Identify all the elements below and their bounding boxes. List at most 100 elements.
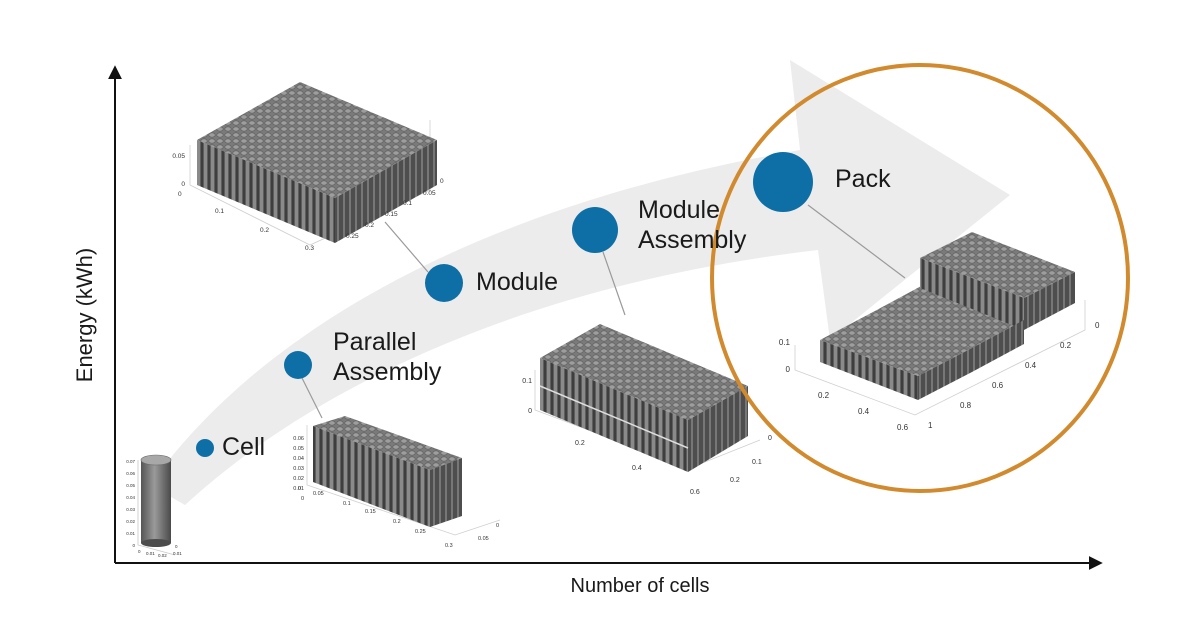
parallel-z-tick: 0.02 bbox=[293, 476, 304, 482]
parallel-x-tick: 0.2 bbox=[393, 519, 401, 525]
module-y-tick: 0.2 bbox=[365, 222, 374, 229]
pack-y-tick: 1 bbox=[928, 421, 933, 430]
pack-y-tick: 0.2 bbox=[1060, 341, 1072, 350]
stage-marker-module-assembly bbox=[572, 207, 618, 253]
stage-label-cell: Cell bbox=[222, 433, 265, 461]
module-x-tick: 0.2 bbox=[260, 227, 269, 234]
cell-cylinder bbox=[141, 460, 171, 543]
module-assembly-block-side bbox=[688, 386, 748, 472]
parallel-y-tick: 0 bbox=[496, 523, 499, 529]
module-y-tick: 0.25 bbox=[346, 233, 359, 240]
pack-block-a-top bbox=[820, 312, 972, 376]
leader-line-module bbox=[384, 221, 429, 273]
parallel-x-tick: 0 bbox=[298, 486, 301, 492]
parallel-x-tick: 0.1 bbox=[343, 501, 351, 507]
module-y-tick: 0.05 bbox=[423, 190, 436, 197]
stage-marker-cell bbox=[196, 439, 214, 457]
stage-label-parallel-line2: Assembly bbox=[333, 358, 442, 386]
x-axis-label: Number of cells bbox=[571, 575, 710, 597]
cell-z-tick: 0.02 bbox=[126, 519, 135, 524]
parallel-x-tick: 0.3 bbox=[445, 543, 453, 549]
cell-z-tick: 0 bbox=[132, 543, 135, 548]
stage-label-module: Module bbox=[476, 268, 558, 296]
pack-x-tick: 0.4 bbox=[858, 407, 870, 416]
stage-label-module-assembly-line1: Module bbox=[638, 196, 720, 224]
cell-z-tick: 0.05 bbox=[126, 483, 135, 488]
pack-y-tick: 0 bbox=[1095, 321, 1100, 330]
parallel-z-tick: 0.01 bbox=[293, 486, 304, 492]
pack-y-tick: 0.6 bbox=[992, 381, 1004, 390]
pack-block-b-top bbox=[873, 284, 1024, 348]
pack-block-b-side-lower bbox=[972, 320, 1024, 372]
leader-line-module-assembly bbox=[602, 251, 626, 316]
stage-marker-pack bbox=[753, 152, 813, 212]
stage-label-pack: Pack bbox=[835, 165, 891, 193]
parallel-z-tick: 0 bbox=[301, 496, 304, 502]
leader-line-pack bbox=[807, 204, 906, 279]
module-assembly-y-tick: 0.1 bbox=[752, 459, 762, 466]
pack-x-tick: 0.2 bbox=[818, 391, 830, 400]
parallel-z-tick: 0.05 bbox=[293, 446, 304, 452]
module-y-tick: 0.1 bbox=[403, 200, 412, 207]
cell-z-tick: 0.07 bbox=[126, 459, 135, 464]
stage-marker-module bbox=[425, 264, 463, 302]
leader-line-parallel bbox=[301, 377, 323, 419]
cell-z-tick: 0.06 bbox=[126, 471, 135, 476]
module-x-tick: 0 bbox=[178, 191, 182, 198]
parallel-x-tick: 0.25 bbox=[415, 529, 426, 535]
module-assembly-block-front bbox=[540, 358, 688, 472]
cell-z-tick: 0.04 bbox=[126, 495, 135, 500]
pack-z-tick: 0 bbox=[786, 365, 791, 374]
module-x-tick: 0.1 bbox=[215, 208, 224, 215]
pack-highlight-circle bbox=[710, 63, 1130, 493]
pack-z-tick: 0.1 bbox=[779, 338, 791, 347]
parallel-assembly-plot: 0.06 0.05 0.04 0.03 0.02 0.01 0 0 0.05 0… bbox=[293, 416, 501, 549]
module-assembly-layer-gap bbox=[539, 385, 689, 449]
pack-block-c-front bbox=[920, 258, 1024, 330]
cell-plot: 0.07 0.06 0.05 0.04 0.03 0.02 0.01 0 0 0… bbox=[126, 454, 182, 558]
module-assembly-x-tick: 0.2 bbox=[575, 440, 585, 447]
pack-plot: 0.1 0 0.2 0.4 0.6 0 0.2 0.4 0.6 0.8 1 bbox=[779, 232, 1100, 432]
cell-y-tick: 0 bbox=[175, 544, 178, 549]
pack-block-b-side bbox=[918, 348, 972, 400]
cell-x-tick: 0 bbox=[138, 549, 141, 554]
parallel-block-side bbox=[430, 458, 462, 527]
parallel-block-top bbox=[313, 416, 462, 470]
module-y-tick: 0 bbox=[440, 178, 444, 185]
parallel-x-tick: 0.05 bbox=[313, 491, 324, 497]
module-assembly-y-tick: 0.2 bbox=[730, 477, 740, 484]
parallel-block-front bbox=[313, 426, 430, 527]
parallel-x-tick: 0.15 bbox=[365, 509, 376, 515]
parallel-z-tick: 0.04 bbox=[293, 456, 304, 462]
cell-x-tick: 0.02 bbox=[158, 553, 167, 558]
module-assembly-plot: 0.1 0 0.2 0.4 0.6 0 0.1 0.2 bbox=[522, 324, 772, 496]
cell-z-tick: 0.03 bbox=[126, 507, 135, 512]
parallel-z-tick: 0.03 bbox=[293, 466, 304, 472]
parallel-y-tick: 0.05 bbox=[478, 536, 489, 542]
pack-y-tick: 0.4 bbox=[1025, 361, 1037, 370]
pack-block-c-side bbox=[1024, 272, 1075, 330]
stage-label-parallel-line1: Parallel bbox=[333, 328, 416, 356]
module-block-side bbox=[335, 140, 437, 243]
pack-x-tick: 0.6 bbox=[897, 423, 909, 432]
module-y-tick: 0.15 bbox=[385, 211, 398, 218]
module-assembly-z-tick: 0.1 bbox=[522, 378, 532, 385]
module-z-tick: 0.05 bbox=[172, 153, 185, 160]
module-assembly-x-tick: 0.6 bbox=[690, 489, 700, 496]
cell-z-tick: 0.01 bbox=[126, 531, 135, 536]
module-z-tick: 0 bbox=[181, 181, 185, 188]
module-block-front bbox=[197, 140, 335, 243]
module-assembly-y-tick: 0 bbox=[768, 435, 772, 442]
pack-block-a-front bbox=[820, 340, 918, 400]
module-assembly-x-tick: 0.4 bbox=[632, 465, 642, 472]
module-block-top bbox=[197, 82, 437, 198]
stage-marker-parallel-assembly bbox=[284, 351, 312, 379]
pack-block-c-top bbox=[920, 232, 1075, 298]
parallel-z-tick: 0.06 bbox=[293, 436, 304, 442]
y-axis-label: Energy (kWh) bbox=[72, 248, 97, 382]
module-x-tick: 0.3 bbox=[305, 245, 314, 252]
module-assembly-z-tick: 0 bbox=[528, 408, 532, 415]
cell-x-tick: 0.01 bbox=[146, 551, 155, 556]
stage-label-module-assembly-line2: Assembly bbox=[638, 226, 747, 254]
